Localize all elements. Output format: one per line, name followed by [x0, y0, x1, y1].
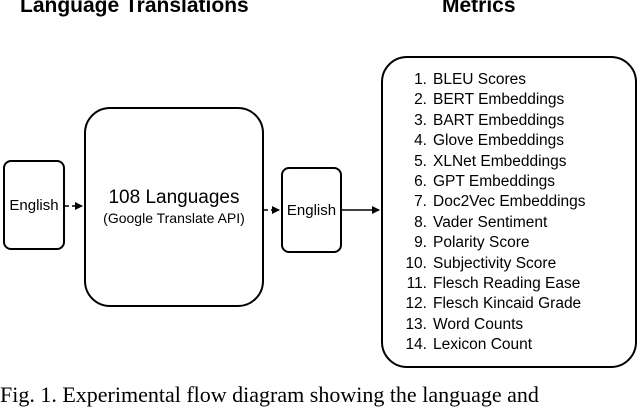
metric-item: 1. BLEU Scores	[401, 70, 586, 90]
metric-label: BART Embeddings	[433, 111, 565, 129]
metric-item: 10. Subjectivity Score	[401, 254, 586, 274]
figure-caption: Fig. 1. Experimental flow diagram showin…	[0, 382, 539, 407]
metric-item: 12. Flesch Kincaid Grade	[401, 294, 586, 314]
metric-label: Word Counts	[433, 315, 524, 333]
metric-label: Glove Embeddings	[433, 132, 564, 150]
metric-label: XLNet Embeddings	[433, 152, 567, 170]
heading-language-translations: Language Translations	[20, 0, 249, 17]
metric-number: 5.	[414, 152, 427, 170]
metric-label: Lexicon Count	[433, 336, 533, 354]
metric-number: 7.	[414, 193, 427, 211]
metric-label: Subjectivity Score	[433, 254, 557, 272]
metric-item: 8. Vader Sentiment	[401, 213, 586, 233]
english-output-label: English	[286, 201, 337, 219]
metric-number: 12.	[405, 295, 427, 313]
metric-label: Flesch Reading Ease	[433, 275, 581, 293]
metric-item: 2. BERT Embeddings	[401, 90, 586, 110]
metrics-box: 1. BLEU Scores 2. BERT Embeddings 3. BART Emb…	[381, 56, 637, 368]
metric-item: 6. GPT Embeddings	[401, 172, 586, 192]
metric-number: 11.	[406, 275, 427, 293]
metric-number: 6.	[414, 173, 427, 191]
metric-number: 1.	[414, 71, 427, 88]
metric-label: BLEU Scores	[433, 71, 527, 88]
metrics-list: 1. BLEU Scores 2. BERT Embeddings 3. BART Emb…	[401, 70, 586, 356]
metric-number: 8.	[414, 213, 427, 231]
languages-api-label: (Google Translate API)	[103, 210, 245, 226]
metric-number: 9.	[414, 234, 427, 252]
metric-number: 2.	[414, 91, 427, 109]
metric-item: 3. BART Embeddings	[401, 111, 586, 131]
metric-label: Polarity Score	[433, 234, 530, 252]
metric-label: GPT Embeddings	[433, 173, 556, 191]
english-output-box: English	[281, 167, 342, 253]
metric-label: BERT Embeddings	[433, 91, 565, 109]
metric-item: 4. Glove Embeddings	[401, 131, 586, 151]
metric-item: 7. Doc2Vec Embeddings	[401, 192, 586, 212]
metric-number: 10.	[405, 254, 427, 272]
metric-number: 14.	[405, 336, 427, 354]
heading-metrics: Metrics	[442, 0, 516, 17]
languages-box: 108 Languages (Google Translate API)	[84, 107, 264, 307]
metric-number: 3.	[414, 111, 427, 129]
languages-count-label: 108 Languages	[108, 187, 240, 208]
english-input-box: English	[3, 160, 65, 250]
metric-number: 13.	[405, 315, 427, 333]
metric-item: 13. Word Counts	[401, 315, 586, 335]
metric-item: 14. Lexicon Count	[401, 335, 586, 355]
metric-label: Doc2Vec Embeddings	[433, 193, 586, 211]
metric-label: Vader Sentiment	[433, 213, 548, 231]
metric-label: Flesch Kincaid Grade	[433, 295, 582, 313]
metric-item: 5. XLNet Embeddings	[401, 152, 586, 172]
metric-item: 9. Polarity Score	[401, 233, 586, 253]
metric-item: 11. Flesch Reading Ease	[401, 274, 586, 294]
metric-number: 4.	[414, 132, 427, 150]
english-input-label: English	[9, 196, 59, 214]
